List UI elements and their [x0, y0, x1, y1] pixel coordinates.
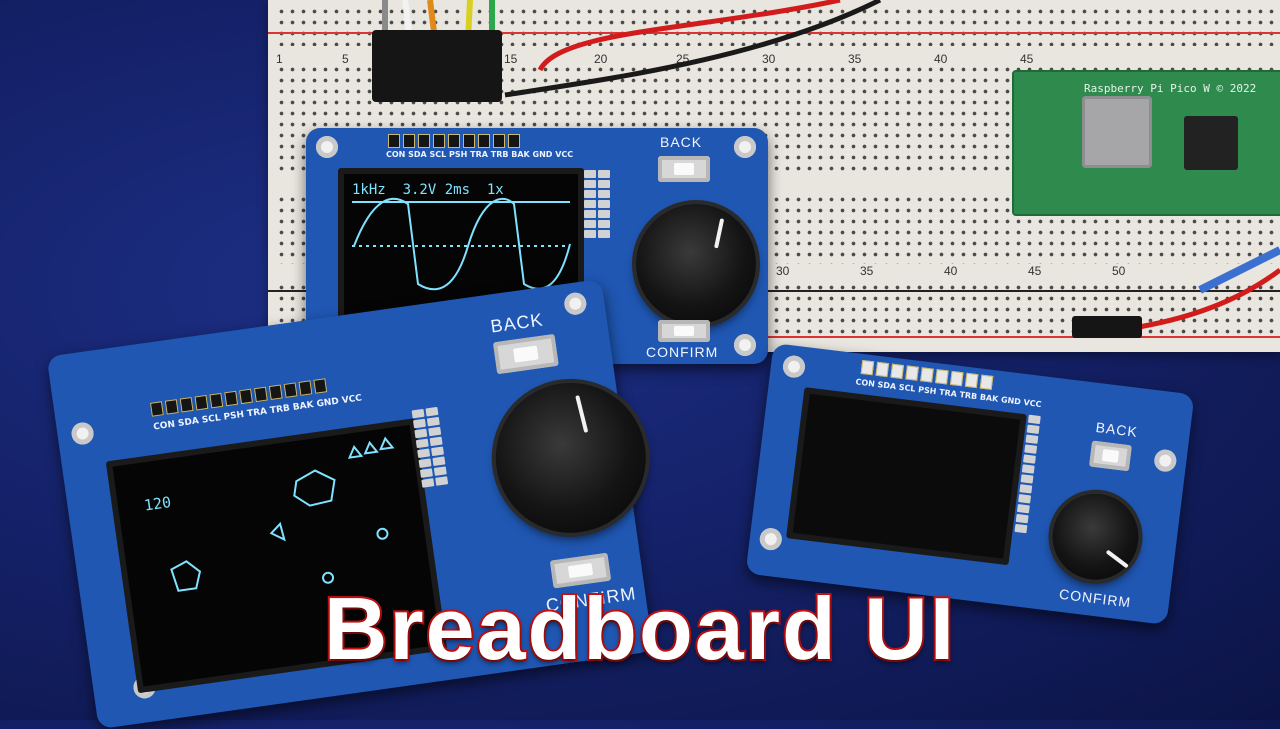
- oscilloscope-module: CON SDA SCL PSH TRA TRB BAK GND VCC 1kHz…: [306, 128, 768, 364]
- asteroids-module: CON SDA SCL PSH TRA TRB BAK GND VCC 120 …: [46, 278, 656, 729]
- mount-hole: [562, 291, 588, 317]
- back-label: BACK: [1094, 418, 1139, 440]
- mount-hole: [781, 354, 807, 379]
- bb-number: 35: [848, 52, 862, 66]
- bb-number: 45: [1028, 264, 1042, 278]
- wire-red-right: [1119, 267, 1280, 333]
- rotary-encoder-knob[interactable]: [1047, 488, 1144, 585]
- bb-number: 40: [934, 52, 948, 66]
- pin-header: [388, 134, 520, 148]
- bb-number: 30: [762, 52, 776, 66]
- bb-number: 1: [276, 52, 283, 66]
- pin-labels: CON SDA SCL PSH TRA TRB BAK GND VCC: [386, 150, 574, 159]
- pad-column: [584, 170, 610, 238]
- header-connector-block: [372, 30, 502, 102]
- mount-hole: [316, 136, 338, 158]
- mount-hole: [734, 334, 756, 356]
- knob-indicator: [714, 218, 725, 249]
- mount-hole: [758, 526, 784, 552]
- asteroids-graphics: [170, 436, 395, 592]
- back-button[interactable]: [658, 156, 710, 182]
- bb-number: 20: [594, 52, 608, 66]
- back-button[interactable]: [1089, 440, 1132, 472]
- bb-number: 40: [944, 264, 958, 278]
- headline-title: Breadboard UI: [322, 577, 957, 680]
- power-rail-red-line: [268, 32, 1280, 34]
- bb-number: 30: [776, 264, 790, 278]
- confirm-label: CONFIRM: [646, 344, 719, 360]
- blank-screen: [786, 387, 1027, 566]
- rotary-encoder-knob[interactable]: [636, 204, 756, 324]
- power-rail-red-line-bottom: [268, 336, 1280, 338]
- knob-indicator: [575, 395, 589, 433]
- raspberry-pi-pico: Raspberry Pi Pico W © 2022: [1012, 70, 1280, 216]
- mount-hole: [70, 421, 96, 446]
- wifi-shield: [1082, 96, 1152, 168]
- back-button[interactable]: [492, 333, 559, 375]
- bb-number: 45: [1020, 52, 1034, 66]
- bb-number: 15: [504, 52, 518, 66]
- back-label: BACK: [660, 134, 703, 150]
- pico-label: Raspberry Pi Pico W © 2022: [1084, 82, 1257, 95]
- bb-number: 5: [342, 52, 349, 66]
- resistor: [1198, 246, 1280, 294]
- mount-hole: [734, 136, 756, 158]
- back-label: BACK: [489, 309, 545, 337]
- rp2040-chip: [1184, 116, 1238, 170]
- scope-readout: 1kHz 3.2V 2ms 1x: [352, 182, 504, 198]
- bb-number: 50: [1112, 264, 1126, 278]
- wire-red: [537, 0, 841, 72]
- jumper-connector: [1072, 316, 1142, 338]
- knob-indicator: [1105, 549, 1129, 569]
- game-screen: 120: [105, 418, 448, 694]
- confirm-button[interactable]: [658, 320, 710, 342]
- wire-black: [504, 0, 882, 98]
- ground-rail-line: [268, 290, 1280, 292]
- mount-hole: [1153, 448, 1178, 473]
- bb-number: 35: [860, 264, 874, 278]
